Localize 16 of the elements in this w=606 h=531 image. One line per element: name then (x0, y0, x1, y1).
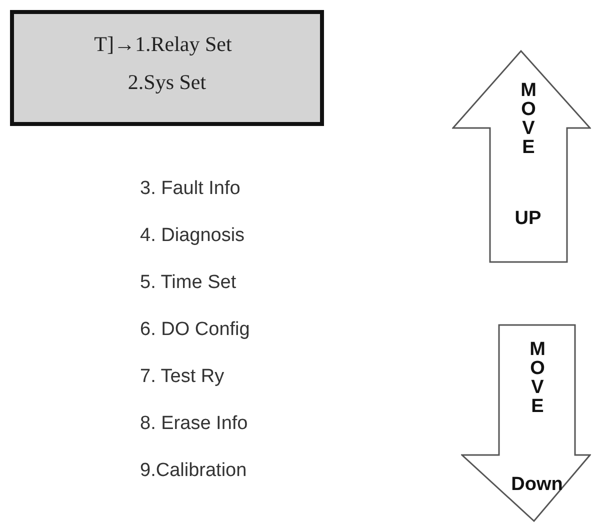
menu-item: 7. Test Ry (140, 366, 224, 388)
menu-item: 8. Erase Info (140, 413, 248, 435)
menu-item: 9.Calibration (140, 460, 247, 482)
arrow-label: MOVE (527, 339, 547, 415)
menu-item: T]→1.Relay Set (93, 32, 233, 57)
menu-item: 2.Sys Set (126, 70, 208, 95)
up-arrow (452, 50, 591, 263)
down-arrow (461, 324, 591, 522)
menu-item: 5. Time Set (140, 272, 236, 294)
arrow-label: Down (510, 474, 564, 496)
menu-item: 4. Diagnosis (140, 225, 245, 247)
arrow-label: MOVE (518, 80, 538, 156)
arrow-label: UP (514, 208, 542, 230)
menu-item: 6. DO Config (140, 319, 250, 341)
menu-item: 3. Fault Info (140, 178, 240, 200)
lcd-screen (10, 10, 324, 126)
